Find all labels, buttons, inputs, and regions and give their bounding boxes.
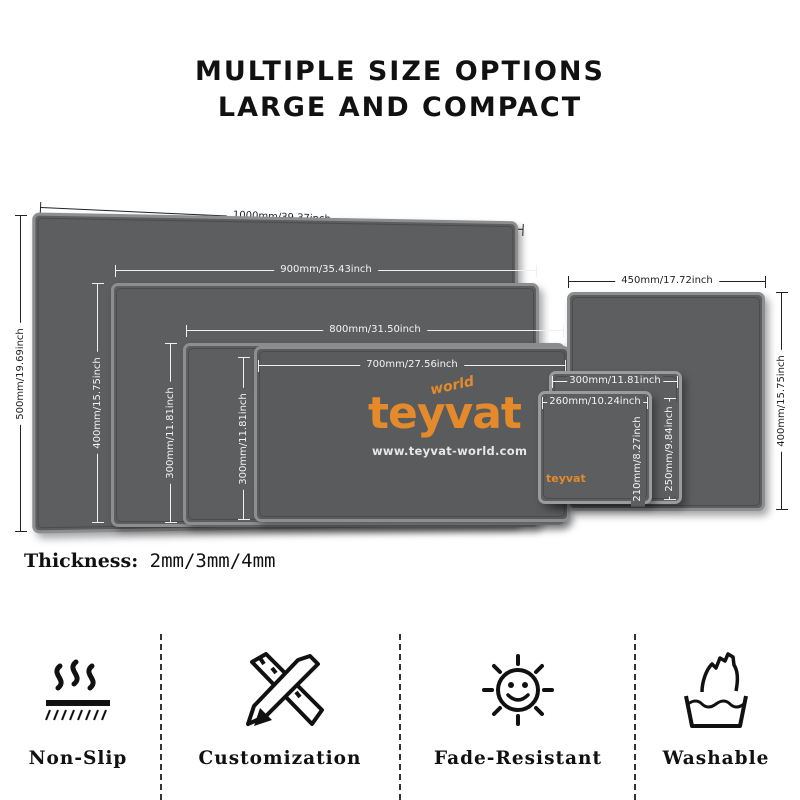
dimension-label: 400mm/15.75inch <box>91 352 105 454</box>
dimension-height-250: 250mm/9.84inch <box>663 398 677 500</box>
feature-washable: Washable <box>616 640 800 769</box>
dimension-height-400-right: 400mm/15.75inch <box>775 292 789 510</box>
headline-line-1: MULTIPLE SIZE OPTIONS <box>195 56 605 87</box>
feature-non-slip: Non-Slip <box>0 640 178 769</box>
dimension-label: 210mm/8.27inch <box>631 411 645 507</box>
brand-logo-small: teyvat <box>546 472 586 485</box>
dimension-width-900: 900mm/35.43inch <box>115 263 537 277</box>
dimension-height-300: 300mm/11.81inch <box>164 343 178 523</box>
feature-fade-resistant: Fade-Resistant <box>418 640 618 769</box>
dimension-label: 450mm/17.72inch <box>615 274 719 288</box>
sun-smile-icon <box>482 654 554 726</box>
feature-label: Customization <box>198 748 362 769</box>
dimension-label: 900mm/35.43inch <box>274 263 378 277</box>
dimension-label: 300mm/11.81inch <box>567 374 663 388</box>
dimension-label: 300mm/11.81inch <box>237 387 251 490</box>
dimension-label: 700mm/27.56inch <box>360 358 464 372</box>
dimension-height-400: 400mm/15.75inch <box>91 283 105 523</box>
pencil-ruler-icon <box>246 652 324 726</box>
dimension-label: 300mm/11.81inch <box>164 382 178 484</box>
brand-url: www.teyvat-world.com <box>372 444 528 458</box>
thickness-info: Thickness: 2mm/3mm/4mm <box>24 550 276 572</box>
dimension-height-300b: 300mm/11.81inch <box>237 357 251 520</box>
feature-customization: Customization <box>180 640 380 769</box>
dimension-width-450: 450mm/17.72inch <box>568 274 766 288</box>
non-slip-icon <box>45 659 110 721</box>
dimension-label: 400mm/15.75inch <box>775 350 789 452</box>
brand-logo-teyvat: teyvat <box>368 388 522 439</box>
feature-divider <box>399 634 401 800</box>
dimension-label: 250mm/9.84inch <box>663 401 677 497</box>
dimension-label: 800mm/31.50inch <box>323 323 427 337</box>
thickness-label: Thickness: <box>24 550 139 572</box>
dimension-width-800: 800mm/31.50inch <box>186 323 564 337</box>
dimension-height-210: 210mm/8.27inch <box>631 411 645 507</box>
thickness-values: 2mm/3mm/4mm <box>149 550 276 572</box>
dimension-width-700: 700mm/27.56inch <box>258 358 566 372</box>
feature-divider <box>634 634 636 800</box>
feature-divider <box>160 634 162 800</box>
dimension-label: 500mm/19.69inch <box>14 322 28 425</box>
hand-wash-icon <box>684 652 748 728</box>
dimension-width-300: 300mm/11.81inch <box>552 374 678 388</box>
feature-label: Fade-Resistant <box>433 748 603 769</box>
feature-label: Non-Slip <box>28 748 128 769</box>
dimension-label: 260mm/10.24inch <box>547 395 643 409</box>
mousepad-700 <box>254 346 570 522</box>
dimension-height-500: 500mm/19.69inch <box>14 215 28 532</box>
dimension-width-260: 260mm/10.24inch <box>542 395 648 409</box>
headline-line-2: LARGE AND COMPACT <box>217 92 583 123</box>
feature-label: Washable <box>662 748 770 769</box>
